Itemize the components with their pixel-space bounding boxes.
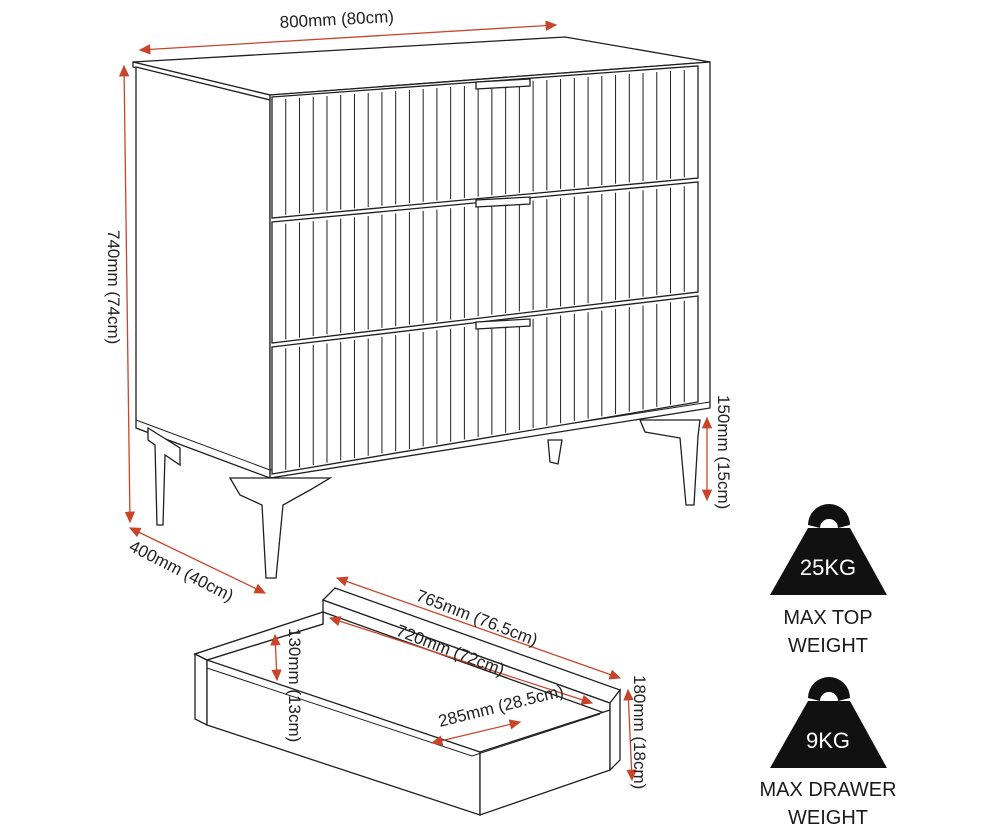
drawer-handle — [475, 318, 531, 330]
drawer-weight-caption-line2: WEIGHT — [788, 807, 868, 829]
top-weight-caption-line1: MAX TOP — [783, 607, 872, 629]
drawer-weight-caption-line1: MAX DRAWER — [759, 779, 896, 801]
drawer-front-1 — [271, 65, 699, 219]
drawer-front-3 — [271, 295, 699, 475]
dresser-legs — [147, 419, 701, 579]
drawer-front-panel-inner — [206, 659, 481, 816]
drawer-inner-width-line — [328, 616, 594, 705]
top-weight-caption-line2: WEIGHT — [788, 635, 868, 657]
width-label: 800mm (80cm) — [279, 7, 394, 32]
height-label: 740mm (74cm) — [104, 230, 123, 344]
drawer-depth-label: 285mm (28.5cm) — [436, 681, 565, 731]
max-drawer-weight-badge: 9KG MAX DRAWER WEIGHT — [759, 677, 897, 829]
dimension-lines — [118, 20, 713, 782]
drawer-front-edge — [609, 688, 621, 772]
drawer-inner-height-line — [270, 633, 282, 682]
depth-dimension-line — [128, 527, 267, 594]
drawer-left-side — [194, 652, 208, 727]
drawer-handle — [475, 78, 531, 90]
width-dimension-line — [138, 20, 558, 55]
weight-icon — [770, 677, 887, 768]
drawer-handle — [475, 196, 531, 208]
leg-height-label: 150mm (15cm) — [714, 395, 733, 509]
top-weight-value: 25KG — [800, 555, 856, 580]
drawer-front-2 — [271, 181, 699, 344]
dresser-side — [135, 66, 271, 479]
drawer-handles — [475, 78, 531, 330]
drawer-front-height-label: 180mm (18cm) — [630, 675, 649, 789]
drawer-depth-line — [430, 719, 522, 746]
drawer-front-panel — [479, 709, 611, 816]
max-top-weight-badge: 25KG MAX TOP WEIGHT — [770, 504, 887, 657]
drawer-inner-height-label: 130mm (13cm) — [285, 628, 304, 742]
drawer-front-height-line — [623, 688, 637, 782]
drawer-weight-value: 9KG — [806, 728, 850, 753]
drawer-fronts — [271, 65, 699, 475]
height-dimension-line — [118, 64, 136, 524]
weight-icon — [770, 504, 887, 595]
